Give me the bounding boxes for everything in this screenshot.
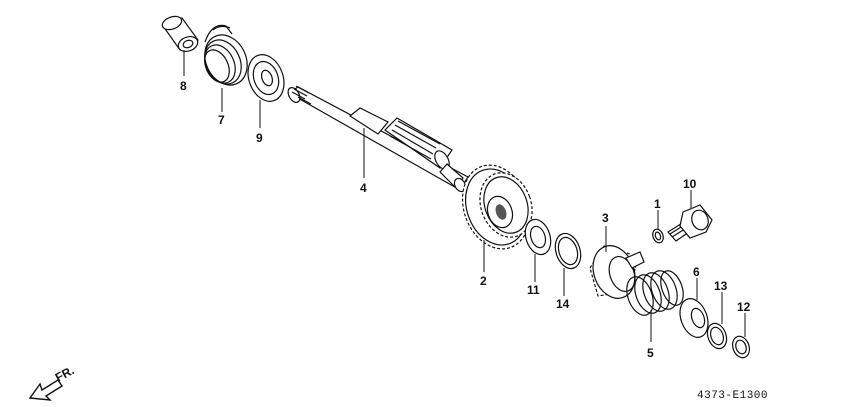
part-12-washer xyxy=(731,335,751,359)
callout-8: 8 xyxy=(180,79,187,93)
callout-14: 14 xyxy=(556,297,570,311)
callout-1: 1 xyxy=(654,197,661,211)
part-7-spring xyxy=(204,24,248,86)
part-10-bolt xyxy=(667,204,713,242)
callout-9: 9 xyxy=(256,131,263,145)
drawing-code: 4373-E1300 xyxy=(697,390,768,402)
part-9-spring-guide xyxy=(247,54,285,102)
part-14-snap-ring xyxy=(554,232,582,270)
part-6-washer xyxy=(679,298,709,338)
callout-10: 10 xyxy=(683,177,697,191)
callout-5: 5 xyxy=(647,346,654,360)
part-11-washer xyxy=(524,218,552,256)
callout-11: 11 xyxy=(527,283,540,297)
callout-6: 6 xyxy=(693,265,700,279)
part-3-ratchet xyxy=(589,245,645,299)
part-13-snap-ring xyxy=(706,322,728,350)
front-direction-arrow xyxy=(28,379,63,401)
callout-13: 13 xyxy=(714,279,728,293)
callout-7: 7 xyxy=(218,113,225,127)
part-5-spring xyxy=(626,270,684,316)
callout-12: 12 xyxy=(737,300,751,314)
part-8-collar xyxy=(161,15,199,53)
callout-3: 3 xyxy=(602,211,609,225)
callout-2: 2 xyxy=(480,274,487,288)
callout-4: 4 xyxy=(360,181,367,195)
part-4-shaft xyxy=(287,85,469,193)
part-1-washer xyxy=(652,228,664,244)
part-2-gear xyxy=(461,164,533,250)
